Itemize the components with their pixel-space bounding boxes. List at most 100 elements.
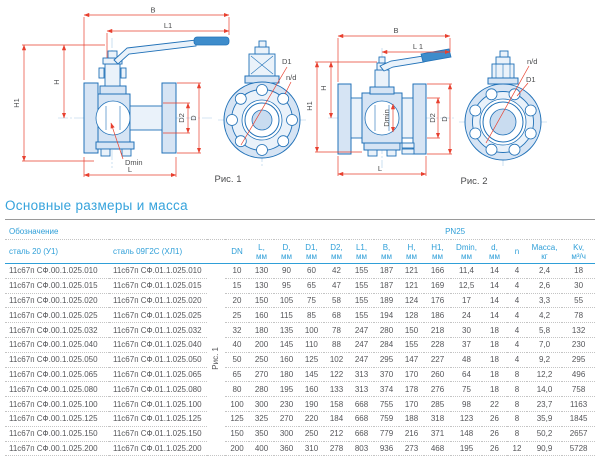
- value-cell: 30: [562, 278, 596, 294]
- value-cell: 65: [225, 367, 249, 383]
- value-cell: 4: [507, 337, 527, 353]
- value-cell: 668: [349, 411, 374, 427]
- value-cell: 496: [562, 367, 596, 383]
- dim-label-h: H: [319, 85, 328, 90]
- value-cell: 155: [349, 293, 374, 309]
- value-cell: 250: [299, 426, 324, 442]
- designation-steel20-cell: 11с67п СФ.00.1.025.020: [5, 293, 109, 309]
- dim-label-b: B: [393, 26, 398, 35]
- value-cell: 1845: [562, 411, 596, 427]
- dim-label-h1: H1: [305, 101, 314, 111]
- designation-steel09g2s-cell: 11с67п СФ.01.1.025.020: [109, 293, 207, 309]
- designation-header: Обозначение: [5, 224, 225, 240]
- figure1-caption: Рис. 1: [215, 174, 242, 185]
- value-cell: 40: [225, 337, 249, 353]
- value-cell: 130: [249, 263, 274, 279]
- designation-steel20-cell: 11с67п СФ.00.1.025.025: [5, 307, 109, 324]
- value-cell: 155: [399, 337, 424, 353]
- value-cell: 42: [324, 263, 349, 279]
- value-cell: 160: [299, 381, 324, 398]
- value-cell: 88: [324, 337, 349, 353]
- value-cell: 65: [299, 278, 324, 294]
- value-cell: 280: [249, 381, 274, 398]
- figure-ref-cell: Рис. 1: [207, 263, 225, 456]
- value-cell: 189: [374, 293, 399, 309]
- value-cell: 18: [482, 322, 507, 338]
- value-cell: 4: [507, 352, 527, 368]
- designation-steel20-cell: 11с67п СФ.00.1.025.050: [5, 352, 109, 368]
- figure2-front-view: n/d D1 Рис. 2: [459, 50, 547, 187]
- dim-label-d2: D2: [177, 113, 186, 123]
- value-cell: 200: [249, 337, 274, 353]
- value-cell: 14: [482, 278, 507, 294]
- value-cell: 147: [399, 352, 424, 368]
- value-cell: 55: [562, 293, 596, 309]
- figure1-front-view: D1 n/d Рис. 1: [215, 40, 306, 185]
- value-cell: 135: [274, 322, 299, 338]
- value-cell: 4: [507, 307, 527, 324]
- value-cell: 155: [349, 278, 374, 294]
- dim-label-d1: D1: [282, 57, 292, 66]
- figure1-side-view: B L1 H1 H D2 D L Dmin: [12, 6, 230, 178]
- value-cell: 227: [424, 352, 451, 368]
- value-cell: 8: [507, 381, 527, 398]
- bolt-hole: [256, 84, 268, 96]
- value-cell: 5,8: [527, 322, 562, 338]
- dim-label-dmin: Dmin: [382, 109, 391, 127]
- value-cell: 15: [225, 278, 249, 294]
- designation-steel09g2s-cell: 11с67п СФ.01.1.025.015: [109, 278, 207, 294]
- value-cell: 295: [374, 352, 399, 368]
- dim-label-h: H: [52, 79, 61, 84]
- value-cell: 14: [482, 293, 507, 309]
- value-cell: 228: [424, 337, 451, 353]
- value-cell: 17: [451, 293, 482, 309]
- col-header-5: L1,мм: [349, 239, 374, 264]
- value-cell: 47: [324, 278, 349, 294]
- dim-label-dmin: Dmin: [125, 158, 143, 167]
- value-cell: 90: [274, 263, 299, 279]
- value-cell: 4: [507, 278, 527, 294]
- value-cell: 14: [482, 307, 507, 324]
- value-cell: 26: [482, 426, 507, 442]
- value-cell: 310: [299, 441, 324, 456]
- value-cell: 75: [299, 293, 324, 309]
- value-cell: 95: [274, 278, 299, 294]
- value-cell: 325: [249, 411, 274, 427]
- designation-steel20-cell: 11с67п СФ.00.1.025.010: [5, 263, 109, 279]
- value-cell: 64: [451, 367, 482, 383]
- col-header-12: Масса,кг: [527, 239, 562, 264]
- value-cell: 128: [399, 307, 424, 324]
- dim-label-l: L: [378, 164, 382, 173]
- valve-handle: [379, 55, 425, 72]
- dim-label-d: D: [189, 115, 198, 121]
- value-cell: 23,7: [527, 396, 562, 412]
- dim-label-l1: L1: [164, 21, 172, 30]
- value-cell: 180: [249, 322, 274, 338]
- value-cell: 18: [482, 352, 507, 368]
- value-cell: 22: [482, 396, 507, 412]
- value-cell: 133: [324, 381, 349, 398]
- value-cell: 8: [507, 367, 527, 383]
- value-cell: 194: [374, 307, 399, 324]
- datasheet-page: B L1 H1 H D2 D L Dmin: [5, 6, 596, 456]
- value-cell: 190: [299, 396, 324, 412]
- col-header-2: D,мм: [274, 239, 299, 264]
- designation-steel20-cell: 11с67п СФ.00.1.025.065: [5, 367, 109, 383]
- value-cell: 110: [299, 337, 324, 353]
- value-cell: 98: [451, 396, 482, 412]
- value-cell: 374: [374, 381, 399, 398]
- value-cell: 14,0: [527, 381, 562, 398]
- dim-label-nd: n/d: [286, 73, 296, 82]
- value-cell: 178: [399, 381, 424, 398]
- value-cell: 12,2: [527, 367, 562, 383]
- value-cell: 18: [482, 367, 507, 383]
- value-cell: 176: [424, 293, 451, 309]
- col-header-8: H1,мм: [424, 239, 451, 264]
